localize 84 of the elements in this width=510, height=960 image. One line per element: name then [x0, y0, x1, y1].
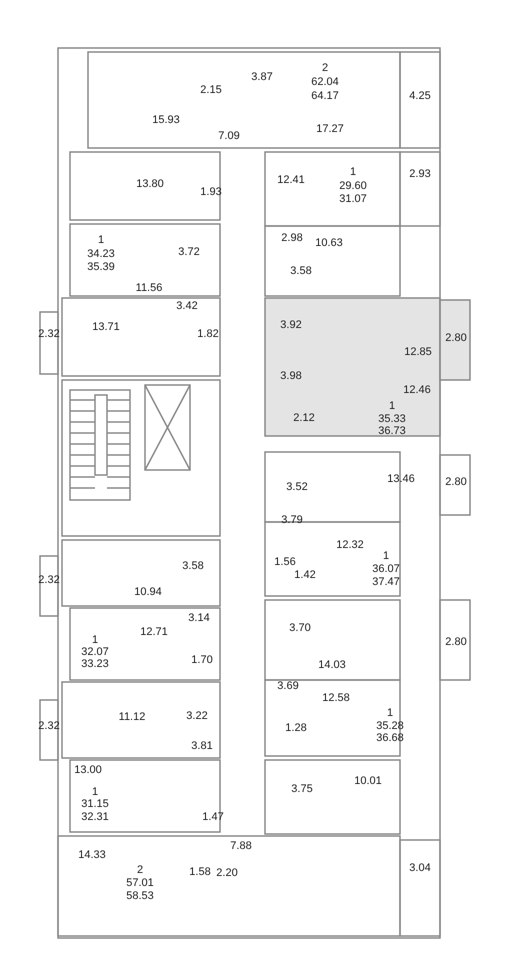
room-area: 12.58	[322, 692, 350, 704]
room-area: 11.56	[136, 282, 162, 294]
room-area: 12.85	[404, 346, 432, 358]
total-area: 36.68	[376, 732, 404, 744]
room-area: 3.04	[409, 862, 431, 874]
room-area: 1.56	[274, 556, 296, 568]
room-area: 3.42	[176, 300, 198, 312]
room-area: 1.42	[294, 569, 316, 581]
room-area: 1.82	[197, 328, 219, 340]
room-area: 2.80	[445, 476, 467, 488]
living-area: 57.01	[126, 877, 154, 889]
total-area: 32.31	[81, 811, 109, 823]
room-area: 12.71	[140, 626, 168, 638]
living-area: 35.28	[376, 720, 404, 732]
room-area: 3.75	[291, 783, 313, 795]
room-count: 1	[92, 786, 98, 798]
room-area: 10.94	[134, 586, 162, 598]
total-area: 36.73	[378, 425, 406, 437]
room-area: 3.79	[281, 514, 303, 526]
room-area: 12.46	[403, 384, 431, 396]
room-area: 1.28	[285, 722, 307, 734]
total-area: 35.39	[87, 261, 115, 273]
room-area: 3.22	[186, 710, 208, 722]
room-count: 1	[92, 634, 98, 646]
room-area: 3.58	[182, 560, 204, 572]
room-area: 3.52	[286, 481, 308, 493]
total-area: 64.17	[311, 90, 339, 102]
room-area: 7.09	[218, 130, 240, 142]
living-area: 35.33	[378, 413, 406, 425]
room-area: 1.70	[191, 654, 213, 666]
room-area: 3.87	[251, 71, 273, 83]
total-area: 31.07	[339, 193, 367, 205]
room-area: 7.88	[230, 840, 252, 852]
room-area: 4.25	[409, 90, 431, 102]
room-count: 2	[136, 864, 144, 876]
living-area: 34.23	[87, 248, 115, 260]
room-count: 1	[388, 400, 396, 412]
room-area: 2.32	[38, 720, 60, 732]
room-area: 12.32	[336, 539, 364, 551]
room-count: 1	[98, 234, 104, 246]
room-area: 12.41	[277, 174, 305, 186]
total-area: 58.53	[126, 890, 154, 902]
room-area: 3.92	[280, 319, 302, 331]
living-area: 62.04	[311, 76, 339, 88]
room-area: 13.71	[92, 321, 120, 333]
room-area: 2.80	[445, 636, 467, 648]
room-area: 11.12	[118, 711, 146, 723]
room-area: 10.63	[315, 237, 343, 249]
room-area: 2.98	[281, 232, 303, 244]
living-area: 36.07	[372, 563, 400, 575]
room-area: 2.32	[38, 574, 60, 586]
room-area: 1.47	[202, 811, 224, 823]
room-area: 13.80	[136, 178, 164, 190]
room-area: 2.15	[200, 84, 222, 96]
room-area: 10.01	[354, 775, 382, 787]
room-area: 13.00	[74, 764, 102, 776]
room-area: 3.14	[188, 612, 210, 624]
room-count: 2	[322, 62, 328, 74]
living-area: 32.07	[81, 646, 109, 658]
room-area: 1.58	[189, 866, 211, 878]
room-area: 3.58	[290, 265, 312, 277]
room-area: 14.33	[78, 849, 106, 861]
living-area: 31.15	[81, 798, 109, 810]
total-area: 33.23	[81, 658, 109, 670]
room-area: 2.80	[445, 332, 467, 344]
room-area: 15.93	[152, 114, 180, 126]
room-area: 17.27	[316, 123, 344, 135]
room-count: 1	[386, 707, 394, 719]
room-area: 2.12	[293, 412, 315, 424]
room-area: 3.72	[178, 246, 200, 258]
room-count: 1	[382, 550, 390, 562]
room-area: 2.32	[38, 328, 60, 340]
room-area: 2.93	[409, 168, 431, 180]
room-area: 13.46	[387, 473, 415, 485]
room-area: 1.93	[200, 186, 222, 198]
room-area: 3.98	[280, 370, 302, 382]
living-area: 29.60	[339, 180, 367, 192]
room-area: 3.69	[277, 680, 299, 692]
room-count: 1	[350, 166, 356, 178]
total-area: 37.47	[372, 576, 400, 588]
room-area: 14.03	[318, 659, 346, 671]
room-area: 3.70	[289, 622, 311, 634]
room-area: 2.20	[216, 867, 238, 879]
room-area: 3.81	[191, 740, 213, 752]
